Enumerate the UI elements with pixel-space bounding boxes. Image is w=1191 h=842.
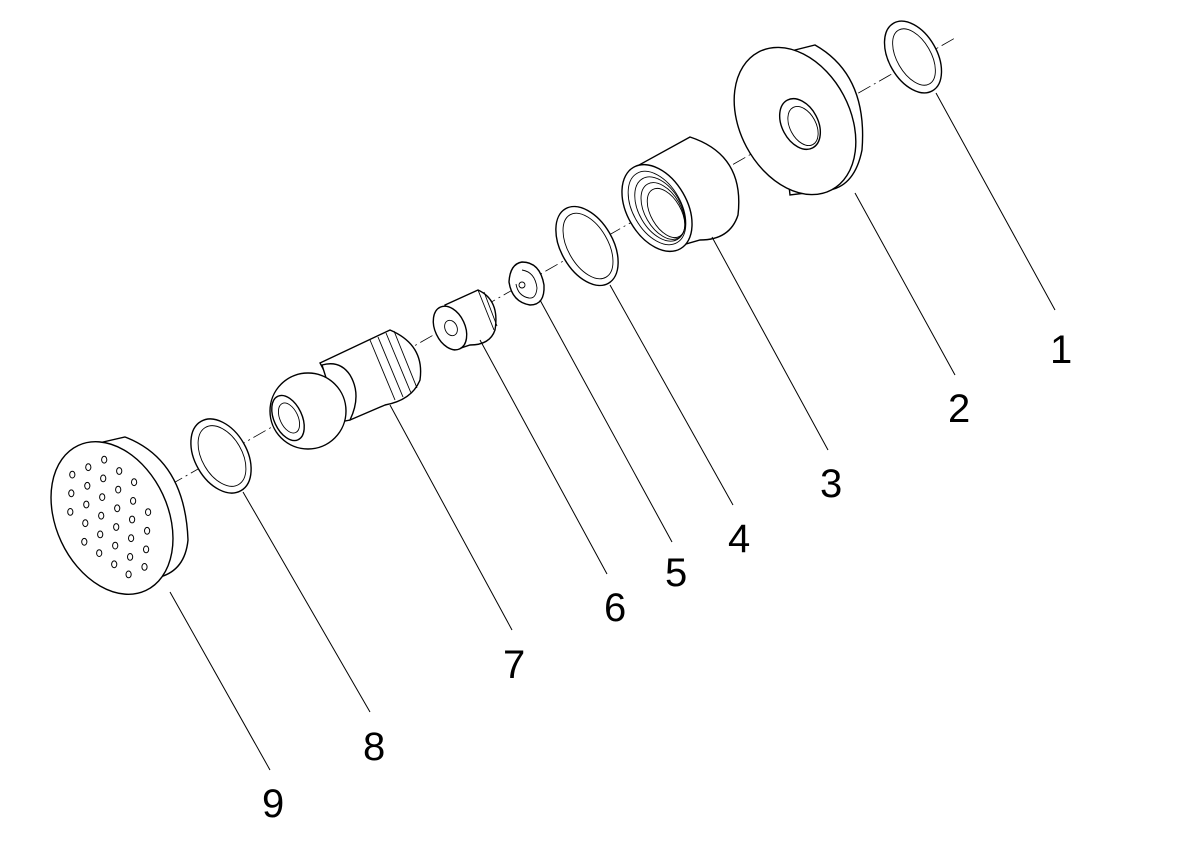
nozzle-hole	[125, 570, 132, 579]
nozzle-hole	[98, 511, 105, 520]
nozzle-hole	[112, 541, 119, 550]
nozzle-hole	[127, 553, 134, 561]
nozzle-hole	[144, 526, 151, 535]
nozzle-hole	[69, 470, 76, 479]
part-3-nut	[621, 136, 740, 253]
part-label-2: 2	[948, 387, 970, 431]
nozzle-hole	[83, 500, 90, 509]
part-label-1: 1	[1050, 328, 1072, 372]
part-2-flange	[733, 44, 864, 196]
part-label-5: 5	[665, 551, 687, 595]
nozzle-hole	[113, 523, 120, 531]
part-4-ring	[555, 205, 619, 287]
part-9-shower-head	[50, 436, 189, 595]
nozzle-hole	[111, 560, 118, 569]
part-label-3: 3	[820, 462, 842, 506]
nozzle-hole	[82, 519, 89, 528]
nozzle-hole	[143, 545, 150, 554]
leader-lines	[169, 92, 1056, 771]
nozzle-hole	[85, 463, 92, 472]
nozzle-hole	[97, 530, 104, 539]
nozzle-hole	[115, 485, 122, 494]
nozzle-hole	[99, 493, 106, 502]
nozzle-hole	[131, 478, 138, 487]
nozzle-hole	[81, 537, 88, 546]
nozzle-hole	[116, 467, 123, 475]
part-label-4: 4	[728, 517, 750, 561]
part-labels: 1 2 3 4 5 6 7 8 9	[262, 328, 1072, 826]
part-label-9: 9	[262, 782, 284, 826]
part-label-7: 7	[503, 643, 525, 687]
nozzle-hole	[101, 455, 108, 464]
part-6-cartridge	[432, 289, 498, 351]
part-label-6: 6	[604, 586, 626, 630]
nozzle-hole	[130, 497, 137, 505]
nozzle-hole	[145, 508, 152, 516]
part-label-8: 8	[363, 725, 385, 769]
nozzle-hole	[141, 563, 148, 571]
nozzle-hole	[129, 515, 136, 524]
nozzle-hole	[67, 508, 74, 516]
part-8-washer	[190, 418, 252, 494]
nozzle-hole	[84, 481, 91, 490]
part-7-ball-joint	[269, 329, 422, 450]
part-1-washer	[883, 20, 943, 94]
nozzle-hole	[68, 489, 75, 498]
part-5-circlip	[508, 261, 545, 306]
nozzle-hole	[100, 474, 107, 483]
nozzle-hole	[96, 549, 103, 557]
nozzle-hole	[114, 504, 121, 513]
nozzle-holes	[67, 455, 152, 579]
nozzle-hole	[128, 534, 135, 543]
